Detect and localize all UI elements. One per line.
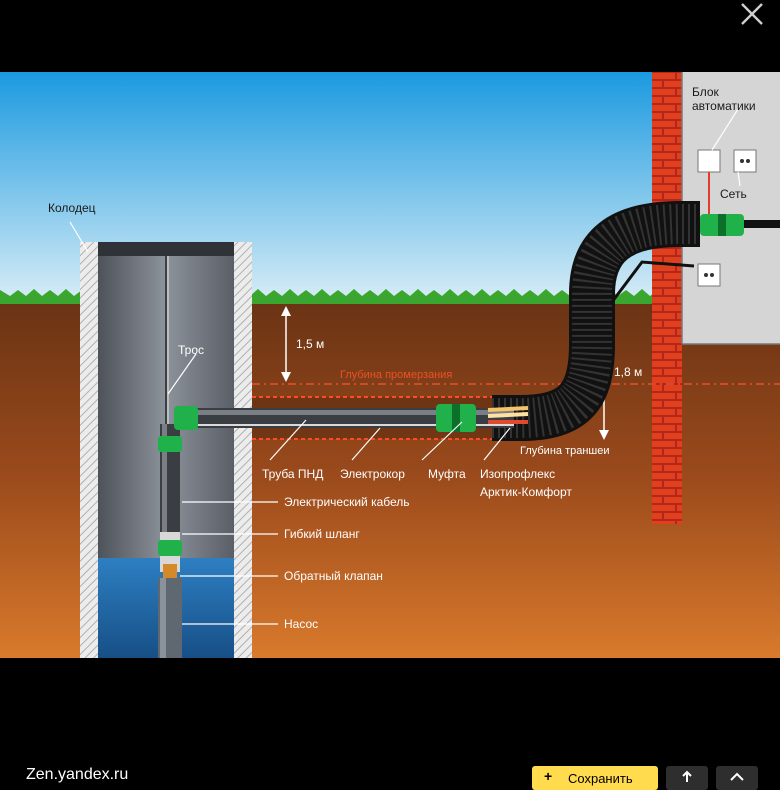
label-depth-2: 1,8 м [614,365,642,379]
socket-mains [733,149,757,173]
source-link[interactable]: Zen.yandex.ru [26,766,129,783]
well-wall-left [80,242,98,658]
well-wall-right [234,242,252,658]
more-button[interactable] [716,766,758,790]
socket-lower [697,263,721,287]
label-automation-2: автоматики [692,99,756,113]
label-insulation-2: Арктик-Комфорт [480,485,572,499]
fitting-vertical [158,436,182,452]
close-icon[interactable] [736,0,768,28]
share-button[interactable] [666,766,708,790]
brick-wall [652,72,682,524]
label-trench-depth: Глубина траншеи [520,445,610,457]
label-well: Колодец [48,201,96,215]
label-coupling: Муфта [428,467,466,481]
save-button-label: Сохранить [568,771,633,786]
label-pump: Насос [284,617,318,631]
label-automation-1: Блок [692,85,720,99]
share-icon [682,770,692,782]
plus-icon: + [544,768,553,784]
label-freeze-depth: Глубина промерзания [340,369,452,381]
well-water-supply-diagram: Колодец Блок автоматики Сеть Трос 1,5 м … [0,72,780,658]
insulation-pipe [492,201,700,441]
more-icon [730,772,744,781]
label-cable-rope: Трос [178,343,204,357]
label-heater: Электрокор [340,467,405,481]
fitting-hose [158,540,182,556]
label-check-valve: Обратный клапан [284,569,383,583]
well-top [98,242,234,256]
save-button[interactable]: + Сохранить [532,766,658,790]
fitting-elbow [174,406,198,430]
label-electric-cable: Электрический кабель [284,495,410,509]
check-valve [163,564,177,578]
label-mains: Сеть [720,187,747,201]
label-depth-1: 1,5 м [296,337,324,351]
label-insulation-1: Изопрофлекс [480,467,555,481]
automation-block [697,149,721,173]
label-flex-hose: Гибкий шланг [284,527,360,541]
label-pipe: Труба ПНД [262,467,323,481]
